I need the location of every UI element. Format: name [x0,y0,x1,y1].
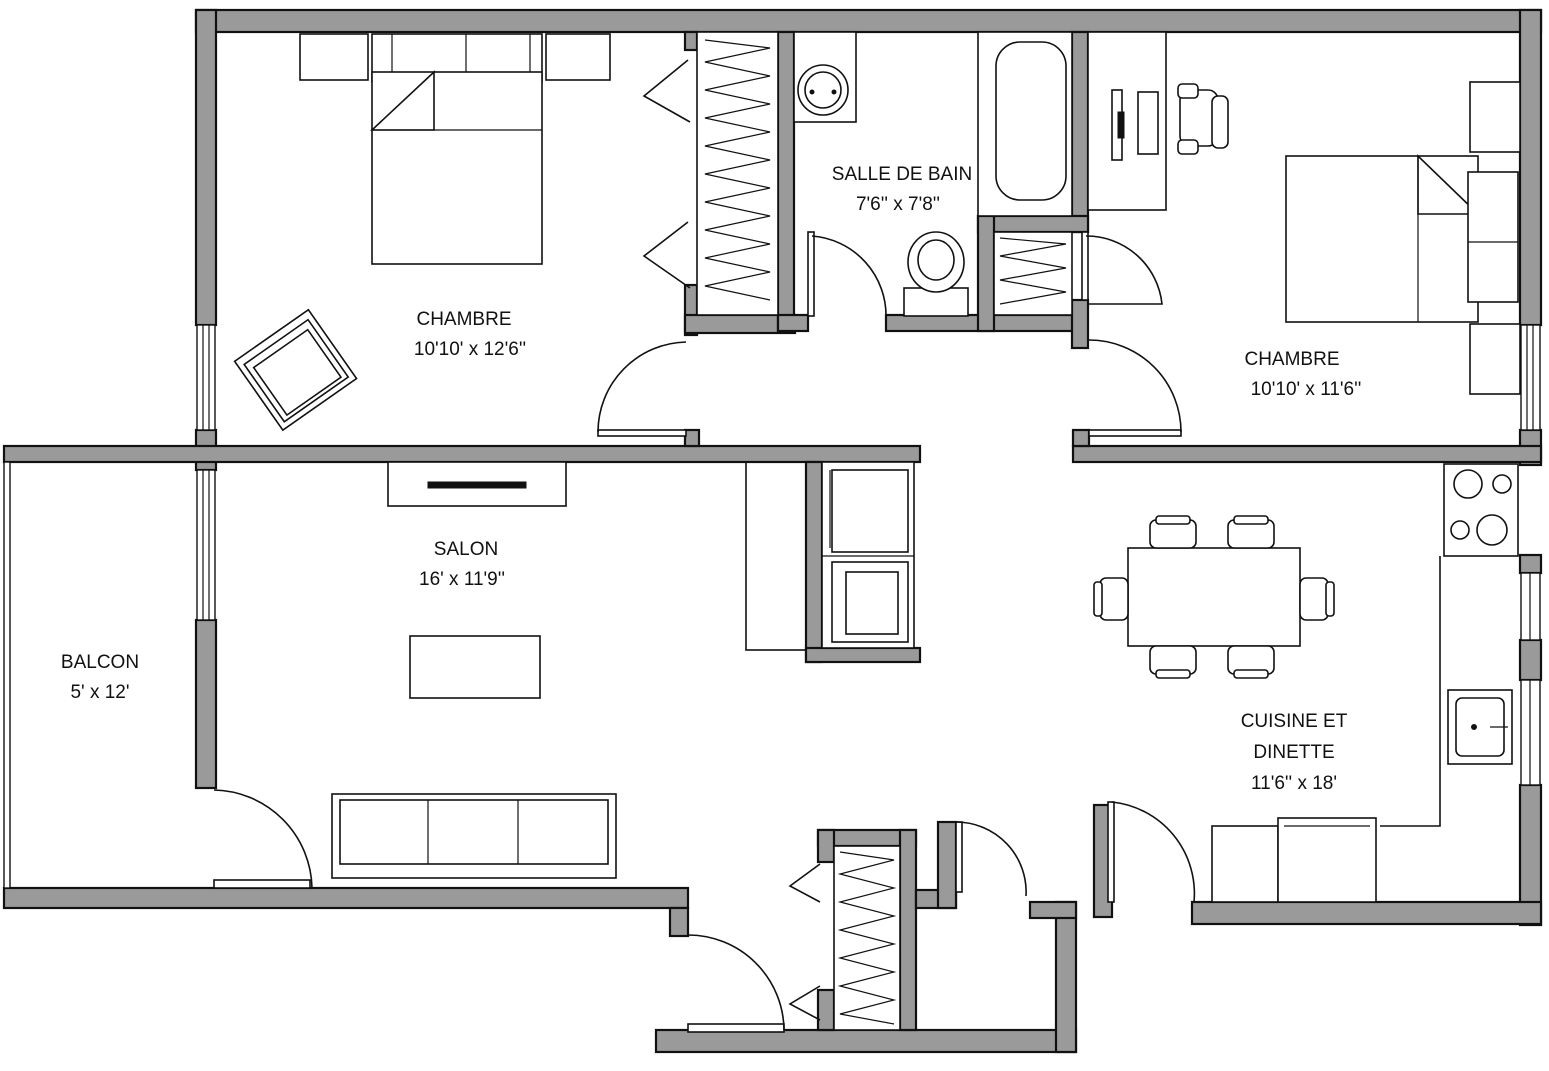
room-name-kitchen-line2: DINETTE [1253,742,1334,763]
room-size-balcony: 5' x 12' [70,682,129,703]
wall-fridge [804,460,824,664]
wall-entry-left [668,906,690,938]
door-right-closet [1081,231,1089,301]
door-balcony [213,879,311,889]
refrigerator [821,461,915,649]
closet-left-bedroom [642,31,779,316]
room-size-bedroom-left: 10'10' x 12'6'' [414,339,526,360]
nightstand [299,33,369,81]
wall-right-mid3 [1518,638,1543,682]
keyboard [1137,91,1159,155]
bed [371,71,543,265]
toilet-bowl [907,231,965,293]
wall-bath-left [776,30,796,334]
door-left-bedroom [597,429,687,437]
windows [196,324,1541,786]
tv [427,481,527,489]
wall-stub-d [683,428,701,448]
wall-closet-left [683,30,699,52]
wall-left-upper [194,8,218,327]
room-name-bedroom-left: CHAMBRE [416,309,511,330]
counter [745,461,807,651]
wall-left-lower [194,618,218,790]
room-size-kitchen: 11'6'' x 18' [1251,773,1337,794]
nightstand [545,33,611,81]
door-kitchen [1107,801,1115,903]
room-name-bedroom-right: CHAMBRE [1244,349,1339,370]
chair [1227,515,1275,549]
door-entry [687,1023,785,1033]
dishwasher [1211,825,1279,903]
desk [1087,31,1167,211]
wall-closet-entry-left-a [816,828,836,864]
wall-bottom-kitchen [1190,900,1543,926]
coffee-table [409,635,541,699]
chair [1227,645,1275,679]
bed [1285,155,1479,323]
wall-closet-entry-right [898,828,918,1032]
kitchen-counters [1211,463,1519,903]
wall-top [194,8,1543,34]
wall-bottom-left [2,886,690,910]
kitchen-cabinet [1277,817,1377,903]
wall-bath-bottom-b [776,313,810,333]
nightstand [1469,323,1521,395]
wall-bath-closet-left [976,214,996,333]
door-right-bedroom [1088,429,1182,437]
wall-right-upper [1518,8,1543,327]
chair [1299,577,1335,621]
closet-entry [788,845,901,1031]
window-living [196,469,216,621]
wall-entry-right [1054,900,1078,1054]
room-name-living: SALON [434,539,498,560]
wall-entry-bottom [654,1028,1078,1054]
wall-right-mid2 [1518,553,1543,575]
left-bedroom-furniture [233,33,611,432]
office-chair [1177,83,1229,155]
wall-stub-b [936,820,958,910]
wall-entry-top [1028,900,1078,920]
doors [213,231,1196,1033]
window-left-bedroom [196,324,216,431]
nightstand [1469,81,1521,153]
room-size-bedroom-right: 10'10' x 11'6'' [1251,379,1362,400]
wall-closet-entry-left-b [816,988,836,1032]
wall-closet-right-b [1070,298,1090,350]
room-size-bathroom: 7'6'' x 7'8'' [856,194,940,215]
room-name-balcony: BALCON [61,652,139,673]
living-furniture [331,461,807,879]
wall-living-bedroom [2,444,922,464]
walls [2,8,1543,1054]
balcony-rail [3,461,11,889]
door-hall-closet [955,821,963,893]
right-bedroom-furniture [1087,31,1521,395]
wall-bath-right [1070,30,1090,234]
room-labels: CHAMBRE 10'10' x 12'6'' SALLE DE BAIN 7'… [61,164,1361,794]
kitchen-appliances-center [821,461,915,649]
closet-right-bedroom [993,231,1073,316]
chair [1093,577,1129,621]
room-size-living: 16' x 11'9'' [419,569,505,590]
bed-headboard [1467,171,1519,303]
chair [1149,645,1197,679]
room-name-kitchen-line1: CUISINE ET [1241,711,1348,732]
wall-fridge-bottom [804,646,922,664]
wall-stub-e [1071,428,1091,448]
dining-table [1127,547,1301,647]
dining-set [1093,515,1335,679]
sofa [331,793,617,879]
door-bathroom [807,231,815,317]
armchair [233,308,358,432]
room-name-bathroom: SALLE DE BAIN [832,164,972,185]
chair [1149,515,1197,549]
window-right-bedroom [1520,324,1541,431]
oven-wall [831,561,909,643]
wall-kitchen-bedroom [1071,444,1543,464]
bathroom-fixtures [793,31,1073,317]
